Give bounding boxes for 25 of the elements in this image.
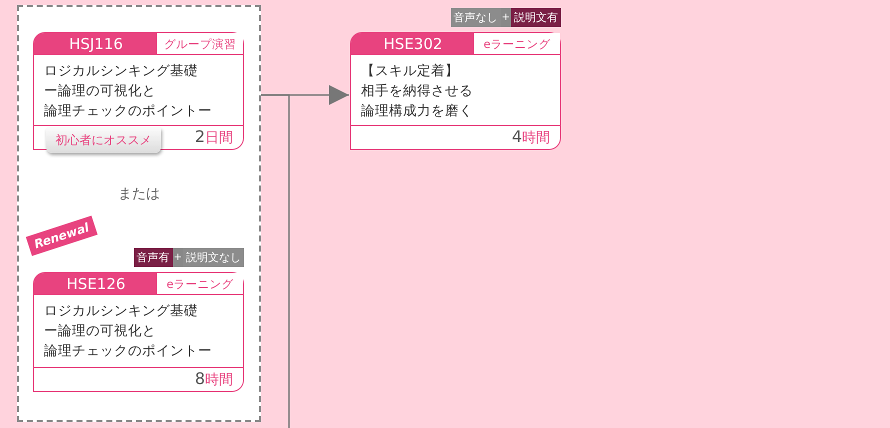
course-card [350,32,561,150]
status-badge: 音声なし [450,8,501,27]
course-type: グループ演習 [157,33,243,55]
recommendation-tab: 初心者にオススメ [46,128,161,153]
plus-sign: + [500,8,511,27]
course-title: 【スキル定着】相手を納得させる論理構成力を磨く [361,62,474,121]
course-title: ロジカルシンキング基礎ー論理の可視化と論理チェックのポイントー [44,62,213,121]
course-card [33,32,244,150]
or-text: または [118,185,160,203]
course-code: HSE302 [351,33,475,55]
course-code: HSE126 [34,273,158,295]
connector-line [261,94,290,428]
course-type: eラーニング [157,273,243,295]
dashed-group-box [17,5,261,422]
course-code: HSJ116 [34,33,158,55]
course-card [33,272,244,392]
duration: 8時間 [194,369,233,390]
plus-sign: + [172,248,183,267]
status-badge: 音声有 [134,248,173,267]
duration: 2日間 [194,127,233,148]
duration: 4時間 [512,127,550,148]
status-badge: 説明文なし [183,248,244,267]
status-badge: 説明文有 [511,8,561,27]
course-type: eラーニング [474,33,560,55]
course-title: ロジカルシンキング基礎ー論理の可視化と論理チェックのポイントー [44,302,213,361]
